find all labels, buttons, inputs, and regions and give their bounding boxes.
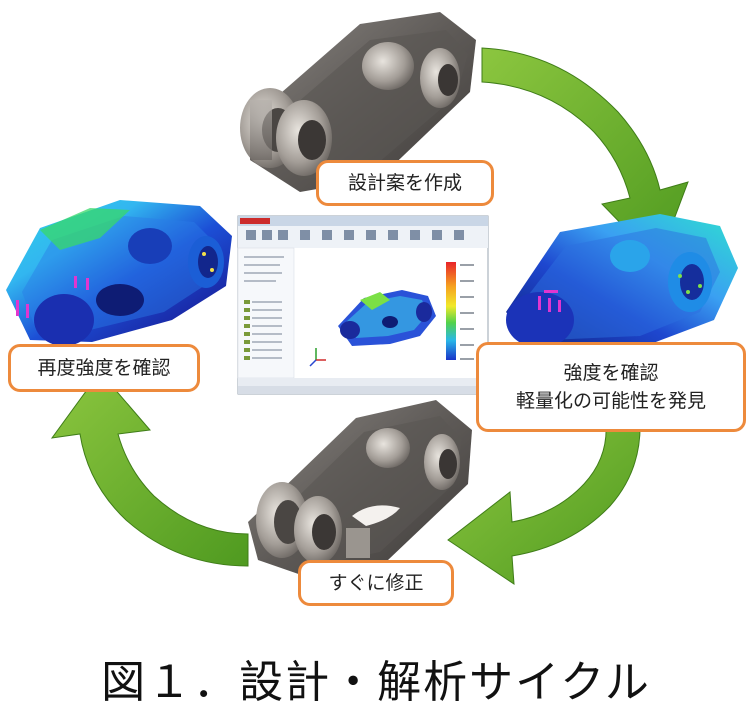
figure-caption: 図１．設計・解析サイクル bbox=[101, 657, 651, 708]
cad-stress-model bbox=[338, 290, 436, 346]
label-create-design: 設計案を作成 bbox=[316, 160, 494, 206]
arrow-bottom-left bbox=[50, 371, 249, 567]
label-recheck-strength: 再度強度を確認 bbox=[8, 344, 200, 392]
label-modify-text: すぐに修正 bbox=[328, 571, 424, 594]
label-modify: すぐに修正 bbox=[298, 560, 454, 606]
bracket-part-top bbox=[240, 12, 476, 192]
label-recheck-strength-text: 再度強度を確認 bbox=[37, 356, 171, 379]
arrow-bottom-right bbox=[447, 419, 641, 585]
label-check-strength-line1: 強度を確認 bbox=[563, 361, 659, 384]
label-check-strength-line2: 軽量化の可能性を発見 bbox=[515, 390, 706, 412]
label-create-design-text: 設計案を作成 bbox=[347, 171, 462, 194]
bracket-part-right bbox=[506, 214, 738, 352]
label-check-strength: 強度を確認 軽量化の可能性を発見 bbox=[476, 342, 746, 432]
cad-software-window bbox=[237, 215, 489, 395]
bracket-part-left bbox=[6, 200, 232, 346]
bracket-part-bottom bbox=[248, 400, 472, 578]
